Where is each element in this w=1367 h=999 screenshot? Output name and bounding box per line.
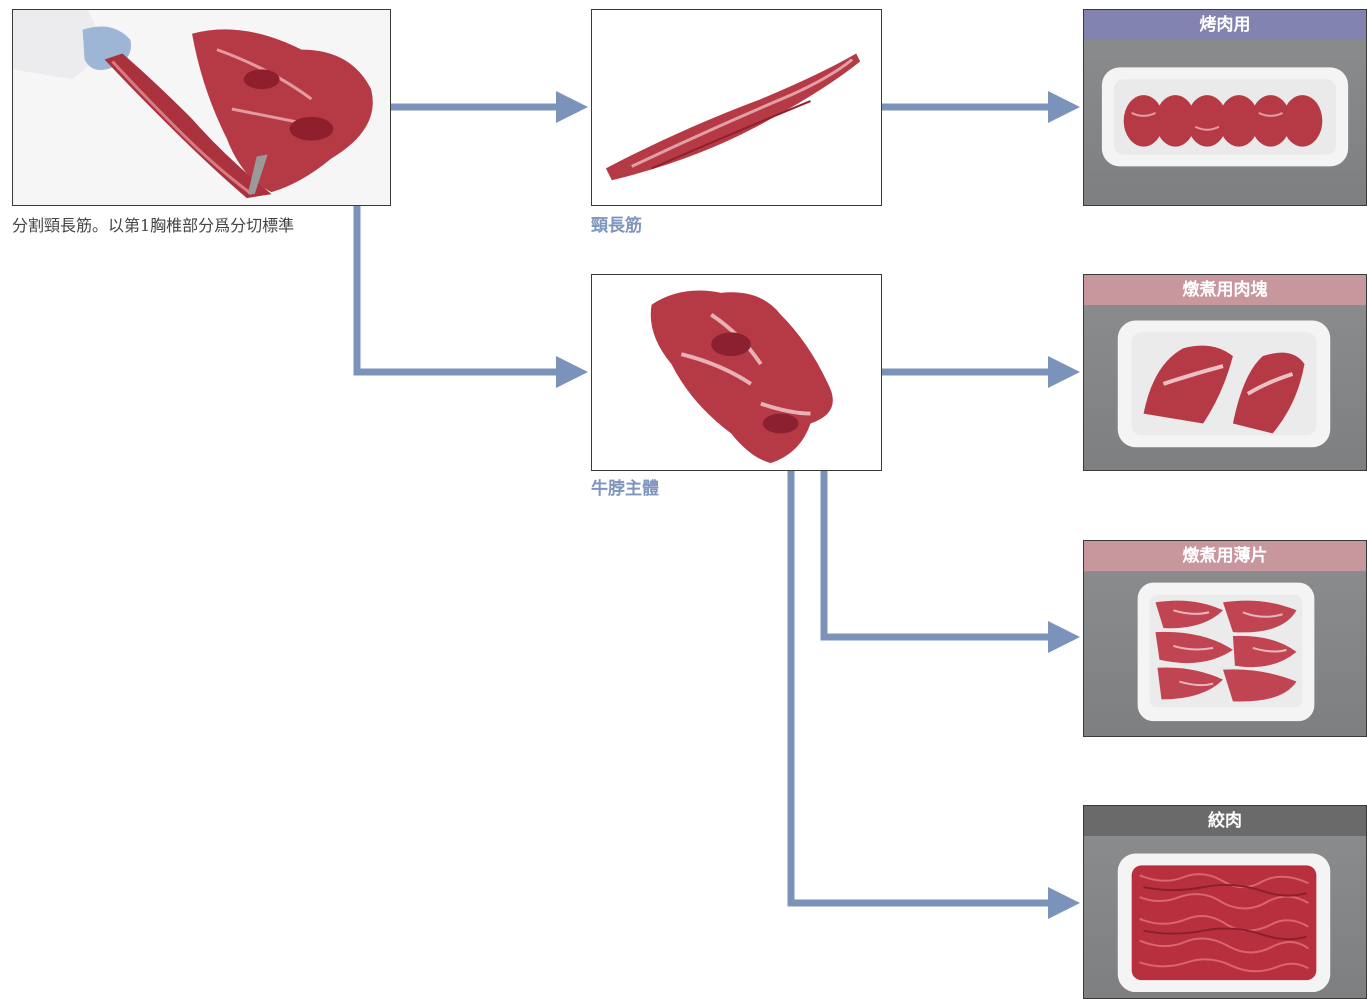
product-header: 絞肉: [1084, 806, 1366, 836]
arrowhead: [1048, 356, 1080, 388]
whole-neck-cut-photo: [13, 10, 390, 205]
arrowhead: [1048, 887, 1080, 919]
product-header: 烤肉用: [1084, 10, 1366, 40]
product-card-yakiniku: 烤肉用: [1083, 9, 1367, 206]
arrow-main-to-slices: [824, 471, 1052, 637]
arrowhead: [1048, 91, 1080, 123]
arrowhead: [556, 91, 588, 123]
longus-colli-caption: 頸長筋: [591, 211, 642, 236]
arrow-source-to-main: [357, 206, 560, 372]
arrowhead: [1048, 621, 1080, 653]
arrowhead: [556, 356, 588, 388]
neck-main-body-card: [591, 274, 882, 471]
product-header: 燉煮用薄片: [1084, 541, 1366, 571]
product-card-ground-meat: 絞肉: [1083, 805, 1367, 999]
neck-main-body-caption: 牛脖主體: [591, 474, 659, 499]
neck-main-body-photo: [592, 275, 881, 470]
product-card-stew-chunks: 燉煮用肉塊: [1083, 274, 1367, 471]
product-header: 燉煮用肉塊: [1084, 275, 1366, 305]
product-card-stew-slices: 燉煮用薄片: [1083, 540, 1367, 737]
longus-colli-card: [591, 9, 882, 206]
arrow-main-to-ground: [791, 471, 1052, 903]
source-caption: 分割頸長筋。以第1胸椎部分爲分切標準: [12, 212, 294, 236]
longus-colli-photo: [592, 10, 881, 205]
source-photo-card: [12, 9, 391, 206]
